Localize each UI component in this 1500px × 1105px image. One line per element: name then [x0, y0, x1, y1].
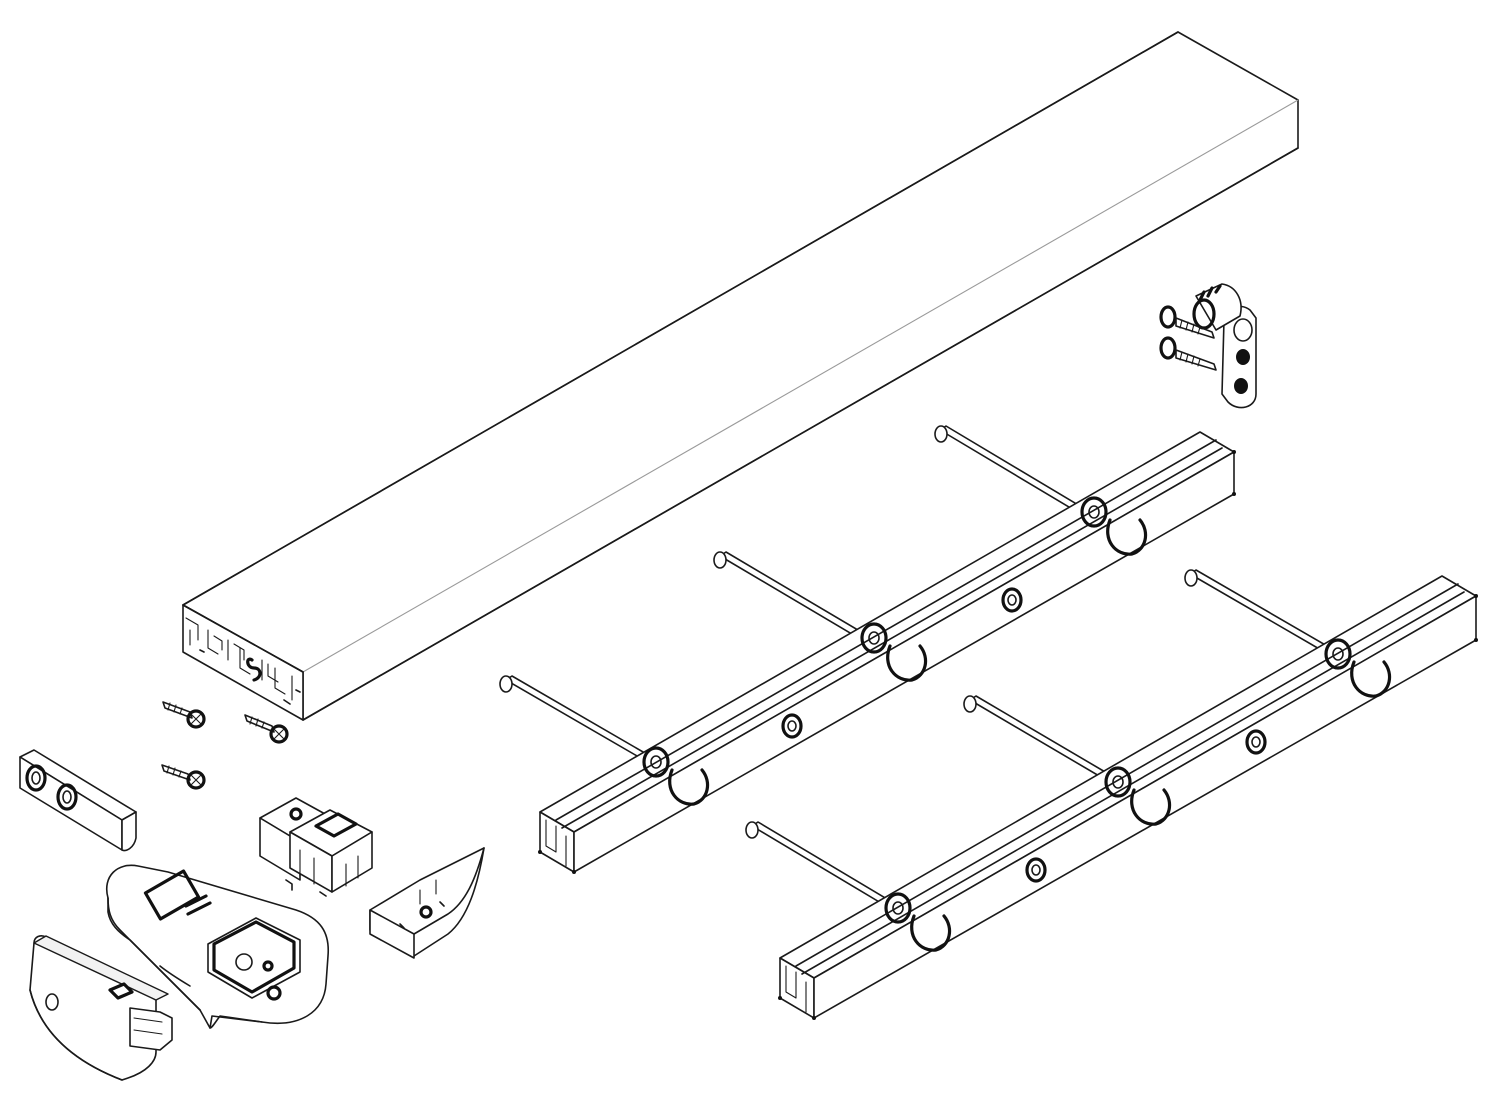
top-track-profile [182, 31, 1299, 721]
track-screw [162, 701, 206, 729]
trolley-bolt [1025, 857, 1047, 883]
trolley-wheel [1104, 766, 1172, 826]
track-screw [161, 764, 206, 790]
bracket-screw [1159, 305, 1215, 339]
track-screw [244, 714, 289, 744]
trolley-wheel [860, 622, 928, 682]
trolley-bolt [1001, 587, 1023, 613]
wheel-trolley [499, 425, 1236, 874]
wall-bracket [1159, 283, 1257, 409]
wheel-trolley [745, 569, 1478, 1020]
runner-carriage [259, 797, 373, 897]
trolley-axle [499, 425, 1091, 761]
floor-guide [105, 864, 330, 1029]
guide-clip [369, 847, 485, 959]
end-stop-damper [19, 749, 137, 852]
end-cap [29, 935, 173, 1081]
trolley-axle [745, 569, 1335, 907]
trolley-bolt [1245, 729, 1267, 755]
bracket-screw [1159, 336, 1217, 371]
trolley-wheel [1080, 496, 1148, 556]
trolley-wheel [1324, 638, 1392, 698]
trolley-wheel [884, 892, 952, 952]
trolley-wheel [642, 746, 710, 806]
trolley-bolt [781, 713, 803, 739]
